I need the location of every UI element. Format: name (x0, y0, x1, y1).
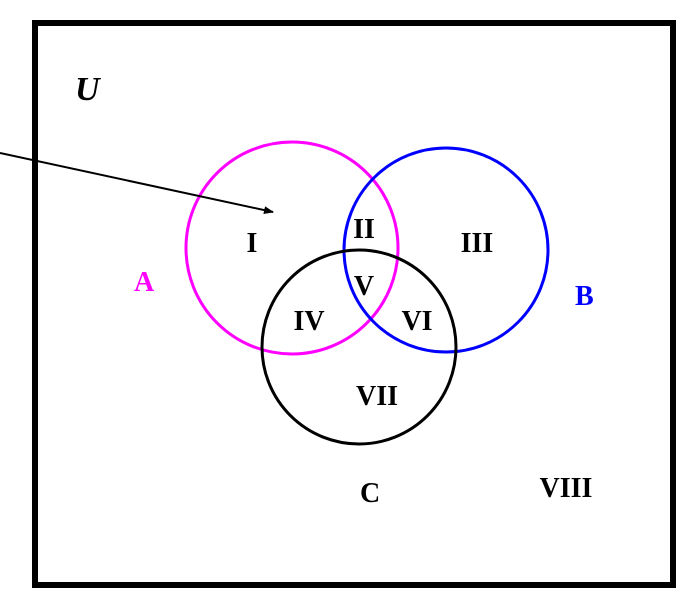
region-iii: III (461, 228, 494, 259)
set-b-label: B (575, 281, 594, 312)
region-vii: VII (356, 381, 398, 412)
set-a-circle (184, 140, 400, 356)
region-v: V (354, 271, 374, 302)
universe-box (32, 20, 676, 588)
region-vi: VI (401, 306, 432, 337)
region-viii: VIII (540, 473, 593, 504)
universe-label: U (75, 71, 102, 108)
set-c-circle (260, 248, 458, 446)
region-ii: II (353, 214, 375, 245)
region-i: I (247, 228, 258, 259)
set-c-label: C (360, 478, 380, 509)
pointer-arrow (0, 152, 274, 215)
region-iv: IV (293, 306, 324, 337)
set-a-label: A (134, 267, 155, 298)
